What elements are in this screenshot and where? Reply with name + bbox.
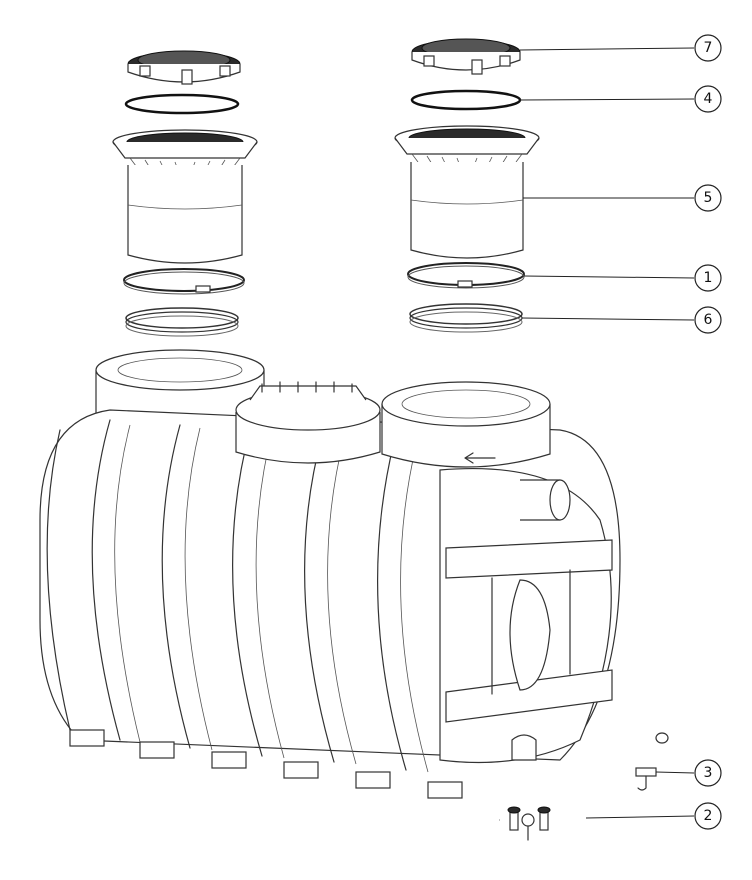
callout-3: 3 xyxy=(655,759,722,787)
callout-label: 3 xyxy=(704,765,713,781)
callout-label: 7 xyxy=(704,40,713,56)
callout-label: 4 xyxy=(704,91,713,107)
left-profile-seal xyxy=(125,307,239,337)
venting-pipe-assembly xyxy=(499,732,669,841)
tank-front-face xyxy=(439,452,613,764)
callout-7: 7 xyxy=(519,34,722,62)
callout-label: 5 xyxy=(704,190,713,206)
callout-1: 1 xyxy=(523,264,722,292)
callout-6: 6 xyxy=(521,306,722,334)
callout-label: 2 xyxy=(704,808,713,824)
right-seal-ring xyxy=(410,89,522,111)
left-extension-shaft xyxy=(112,129,258,264)
tank-ribs xyxy=(46,419,429,773)
tank-feet xyxy=(69,729,463,799)
callout-2: 2 xyxy=(585,802,722,830)
callout-label: 6 xyxy=(704,312,713,328)
right-manhole-cover xyxy=(411,38,521,75)
right-component-stack xyxy=(394,38,540,333)
callout-label: 1 xyxy=(704,270,713,286)
callout-4: 4 xyxy=(519,85,722,113)
right-extension-shaft xyxy=(394,125,540,259)
left-component-stack xyxy=(112,50,258,337)
callout-5: 5 xyxy=(523,184,722,212)
left-clamp-ring xyxy=(123,268,245,295)
small-pin-part xyxy=(635,767,657,791)
right-clamp-ring xyxy=(407,262,525,289)
flow-arrow-icon xyxy=(464,452,496,464)
septic-tank-body xyxy=(39,349,621,799)
left-manhole-cover xyxy=(127,50,241,85)
left-seal-ring xyxy=(124,93,240,115)
right-profile-seal xyxy=(409,303,523,333)
